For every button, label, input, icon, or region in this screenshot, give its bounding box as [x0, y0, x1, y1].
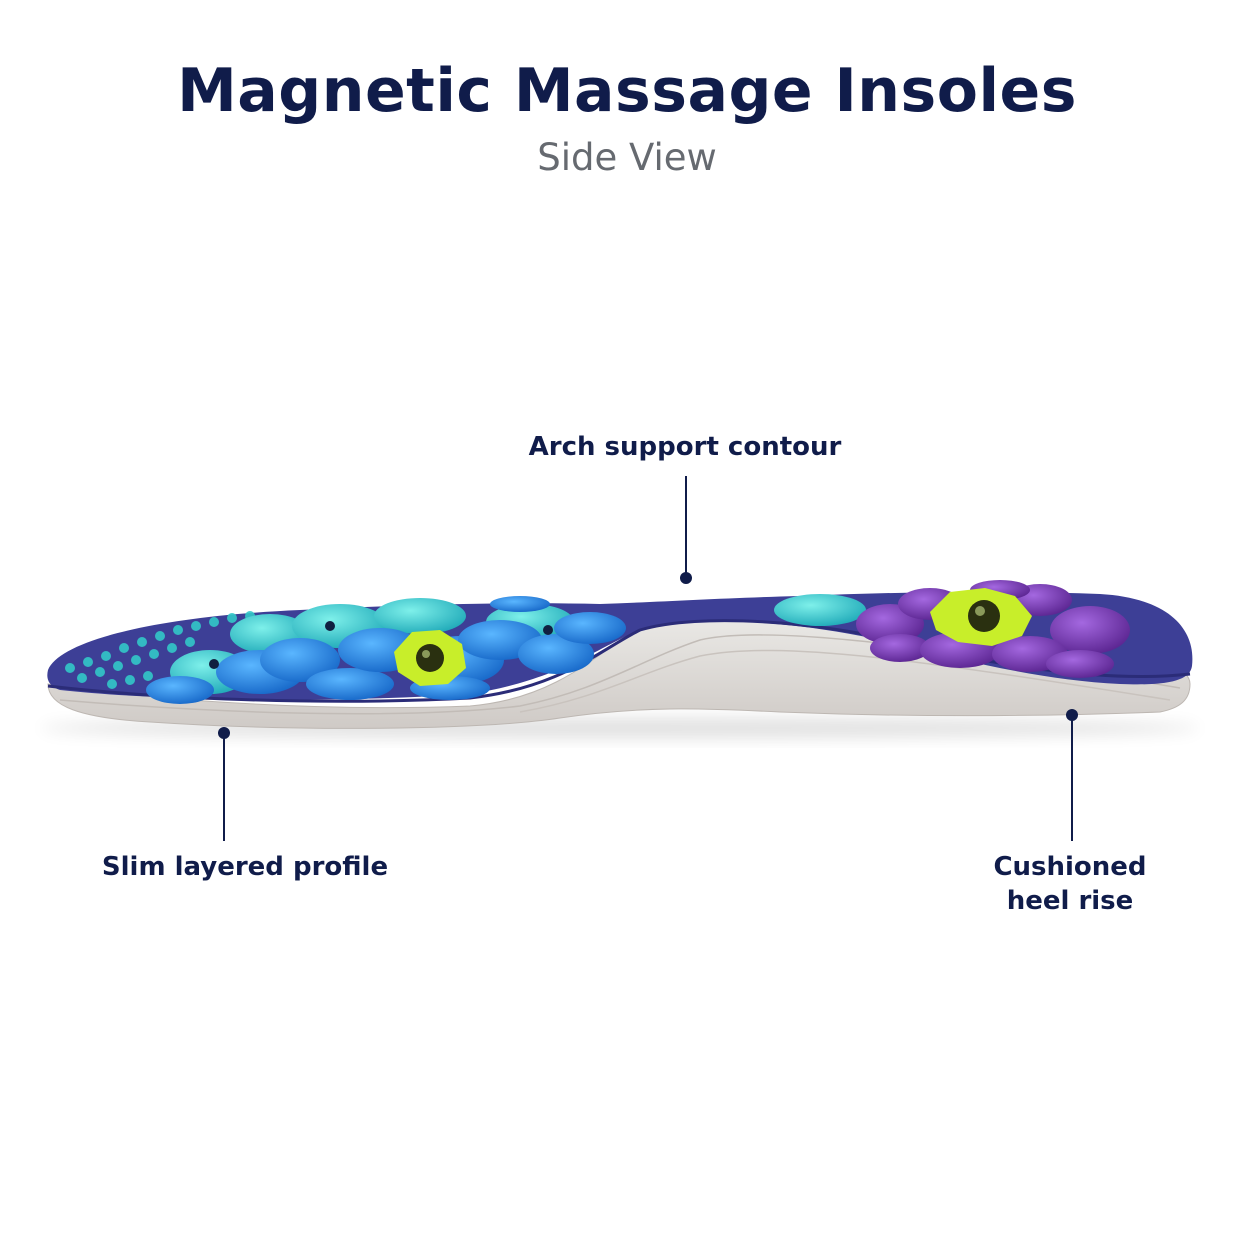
forefoot-massage-nodes: [146, 594, 866, 704]
toe-perforation-dots: [65, 611, 255, 689]
callout-heel-leader-line: [1071, 715, 1073, 841]
callout-arch-leader-line: [685, 476, 687, 576]
callout-heel-line1: Cushioned: [993, 852, 1147, 882]
page-title: Magnetic Massage Insoles: [177, 56, 1077, 126]
callout-slim-profile-label: Slim layered profile: [101, 852, 389, 882]
callout-slim-leader-line: [223, 733, 225, 841]
foam-layer-line: [519, 649, 1171, 713]
callout-heel-rise-label: Cushioned heel rise: [960, 850, 1180, 918]
heel-magnet: [930, 588, 1032, 646]
callout-heel-line2: heel rise: [1006, 886, 1134, 916]
page-subtitle: Side View: [537, 136, 717, 179]
forefoot-magnet: [394, 630, 466, 686]
callout-arch-support-label: Arch support contour: [528, 432, 842, 462]
callout-arch-marker-dot: [680, 572, 692, 584]
